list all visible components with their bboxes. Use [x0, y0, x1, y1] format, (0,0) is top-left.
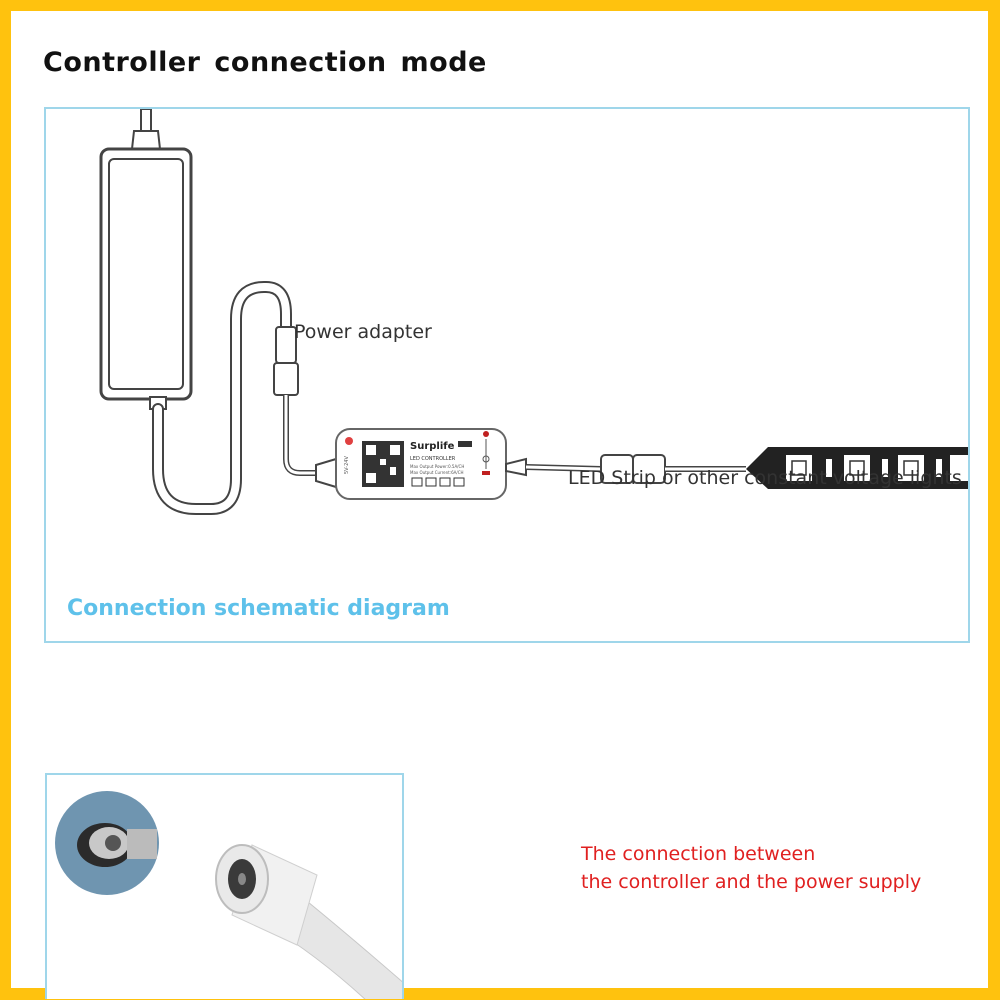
adapter-plug-pin [140, 109, 152, 132]
led-chip-4 [950, 455, 968, 481]
controller-model: LED CONTROLLER [410, 456, 456, 462]
adapter-plug [130, 130, 162, 150]
resistor-1 [826, 459, 832, 477]
controller-voltage: 5V-24V [344, 456, 350, 474]
power-adapter-inner [108, 158, 184, 390]
schematic-caption: Connection schematic diagram [67, 596, 450, 621]
page-title: Controller connection mode [43, 47, 487, 78]
resistor-2 [882, 459, 888, 477]
schematic-panel: 5V-24V Surplife LED CONTROLLER Max Outpu… [44, 107, 970, 643]
output-marker-icon [482, 455, 490, 463]
controller-input-cable [284, 395, 326, 475]
led-chip-3 [898, 455, 924, 481]
note-line-1: The connection between [581, 843, 816, 865]
positive-terminal-icon [483, 431, 489, 437]
controller-input-cable-outline [283, 395, 326, 476]
content-area: Controller connection mode [11, 11, 988, 999]
connector-photo [55, 791, 402, 999]
weee-mark-icon [453, 477, 465, 487]
resistor-3 [936, 459, 942, 477]
controller-output-boot [505, 457, 527, 477]
wifi-badge [458, 441, 472, 447]
power-adapter-label: Power adapter [294, 321, 432, 343]
connection-diagram: 5V-24V Surplife LED CONTROLLER Max Outpu… [99, 109, 968, 515]
ce-mark-icon [411, 477, 423, 487]
adapter-cable [154, 283, 290, 513]
connector-photo-box [45, 773, 404, 999]
led-chip-2 [844, 455, 870, 481]
power-adapter-body [99, 147, 193, 401]
note-line-2: the controller and the power supply [581, 871, 922, 893]
controller-input-boot [315, 457, 337, 489]
controller-indicator-icon [345, 437, 353, 445]
controller-spec-1: Max Output Power:0.5A/CH [410, 464, 464, 469]
led-chip-1 [786, 455, 812, 481]
led-strip-label: LED Strip or other constant voltage ligh… [568, 467, 962, 489]
rohs-mark-icon [425, 477, 437, 487]
fc-mark-icon [439, 477, 451, 487]
dc-male-connector [275, 326, 297, 364]
dc-female-connector [273, 362, 299, 396]
connection-note: The connection between the controller an… [581, 840, 921, 896]
controller-spec-2: Max Output Current:6A/CH [410, 470, 464, 475]
output-cable [525, 465, 602, 471]
controller-brand: Surplife [410, 441, 455, 452]
